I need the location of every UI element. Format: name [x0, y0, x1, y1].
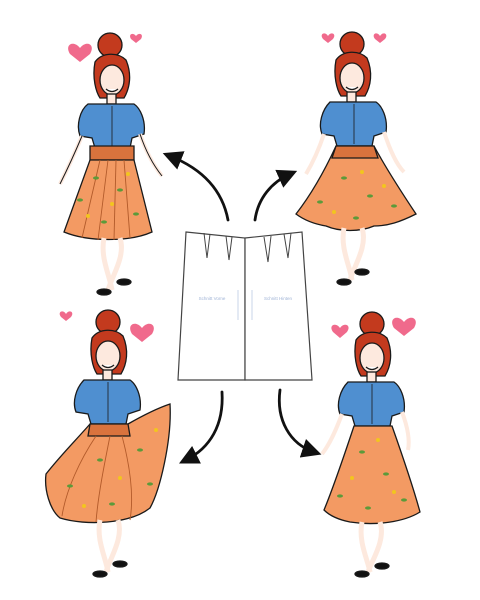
arrow-to-full-skirt: [178, 390, 224, 464]
heart-icon: [130, 33, 142, 43]
heart-icon: [59, 311, 73, 321]
arrow-to-pleated-skirt: [162, 151, 230, 222]
heart-icon: [331, 324, 349, 338]
figure-circle-skirt: [295, 31, 417, 286]
pattern-piece-back: Schnitt Hinten: [244, 231, 313, 381]
heart-icon: [373, 33, 387, 43]
heart-icon: [321, 33, 335, 43]
arrows: [162, 151, 322, 464]
heart-icon: [68, 43, 92, 62]
pattern-front-label: Schnitt Vorne: [199, 296, 226, 301]
arrow-to-circle-skirt: [253, 169, 298, 222]
pattern-back-label: Schnitt Hinten: [264, 296, 293, 301]
heart-icon: [130, 323, 154, 342]
arrow-to-flared-skirt: [277, 388, 322, 458]
figure-flared-skirt: [320, 311, 421, 578]
figure-pleated-skirt: [58, 32, 164, 296]
figure-full-skirt: [44, 309, 171, 578]
pencil-skirt-pattern: Schnitt Vorne Schnitt Hinten: [177, 231, 313, 381]
heart-icon: [392, 317, 416, 336]
pattern-piece-front: Schnitt Vorne: [177, 231, 246, 381]
